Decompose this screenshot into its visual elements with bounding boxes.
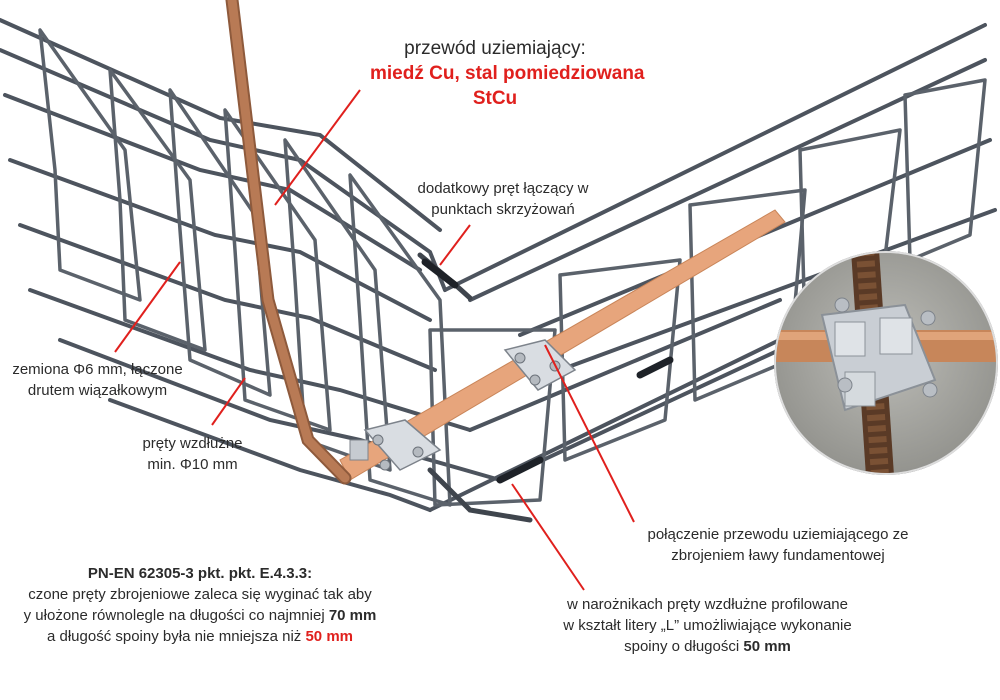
weld-marks [421, 258, 674, 484]
norm-line-3: a długość spoiny była nie mniejsza niż 5… [46, 628, 353, 645]
corner-label: w narożnikach pręty wzdłużne profilowane… [535, 594, 880, 657]
extra-bar-line-1: dodatkowy pręt łączący w [417, 180, 589, 197]
ground-wire-title: przewód uziemiający: [404, 38, 586, 59]
norm-note: PN-EN 62305-3 pkt. pkt. E.4.3.3: czone p… [0, 563, 400, 647]
longitudinal-bars-right [428, 23, 997, 512]
corner-line-2: w kształt litery „L” umożliwiające wykon… [563, 617, 852, 634]
norm-line-2: y ułożone równolegle na długości co najm… [23, 607, 377, 624]
cross-clamp-icon [349, 419, 442, 471]
connection-line-2: zbrojeniem ławy fundamentowej [671, 547, 885, 564]
connection-label: połączenie przewodu uziemiającego ze zbr… [628, 524, 928, 566]
stirrups-left [38, 28, 452, 507]
ground-wire-material-2: StCu [472, 88, 518, 109]
grounding-wire [225, 0, 352, 485]
cross-clamp-icon [503, 339, 577, 391]
corner-line-1: w narożnikach pręty wzdłużne profilowane [567, 596, 848, 613]
long-bars-line-1: pręty wzdłużne [142, 435, 243, 452]
norm-title: PN-EN 62305-3 pkt. pkt. E.4.3.3: [87, 565, 313, 582]
corner-line-3: spoiny o długości 50 mm [624, 638, 791, 655]
extra-bar-line-2: punktach skrzyżowań [431, 201, 575, 218]
stirrups-line-1: zemiona Φ6 mm, łączone [12, 361, 183, 378]
clamp-photo-inset [774, 251, 998, 475]
norm-line-1: czone pręty zbrojeniowe zaleca się wygin… [28, 586, 372, 603]
ground-wire-material: miedź Cu, stal pomiedziowana [370, 63, 645, 84]
long-bars-line-2: min. Φ10 mm [147, 456, 238, 473]
extra-bar-label: dodatkowy pręt łączący w punktach skrzyż… [398, 178, 608, 220]
long-bars-label: pręty wzdłużne min. Φ10 mm [125, 433, 260, 475]
stirrups-label: zemiona Φ6 mm, łączone drutem wiązałkowy… [0, 359, 195, 401]
stirrups-line-2: drutem wiązałkowym [27, 382, 168, 399]
connection-line-1: połączenie przewodu uziemiającego ze [647, 526, 909, 543]
ground-wire-label: przewód uziemiający: miedź Cu, stal pomi… [370, 36, 645, 111]
leader-lines [114, 89, 635, 591]
